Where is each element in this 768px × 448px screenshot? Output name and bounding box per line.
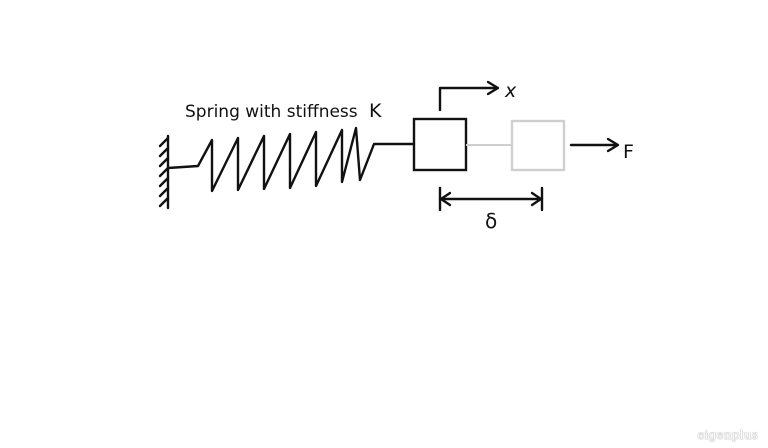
spring [166, 126, 416, 193]
displaced-mass-block [510, 119, 566, 172]
watermark: eigenplus [697, 428, 758, 442]
displacement-axis-label: x [504, 80, 517, 102]
mass-block [412, 117, 468, 172]
stiffness-symbol: K [369, 100, 382, 122]
fixed-wall-support [158, 134, 170, 210]
force-label: F [623, 141, 634, 163]
force-arrow [569, 137, 620, 153]
deflection-label: δ [485, 209, 497, 233]
spring-label: Spring with stiffness K [185, 100, 382, 122]
displacement-axis-arrow [438, 80, 500, 112]
deflection-dimension [438, 186, 544, 212]
spring-label-text: Spring with stiffness [185, 102, 358, 122]
